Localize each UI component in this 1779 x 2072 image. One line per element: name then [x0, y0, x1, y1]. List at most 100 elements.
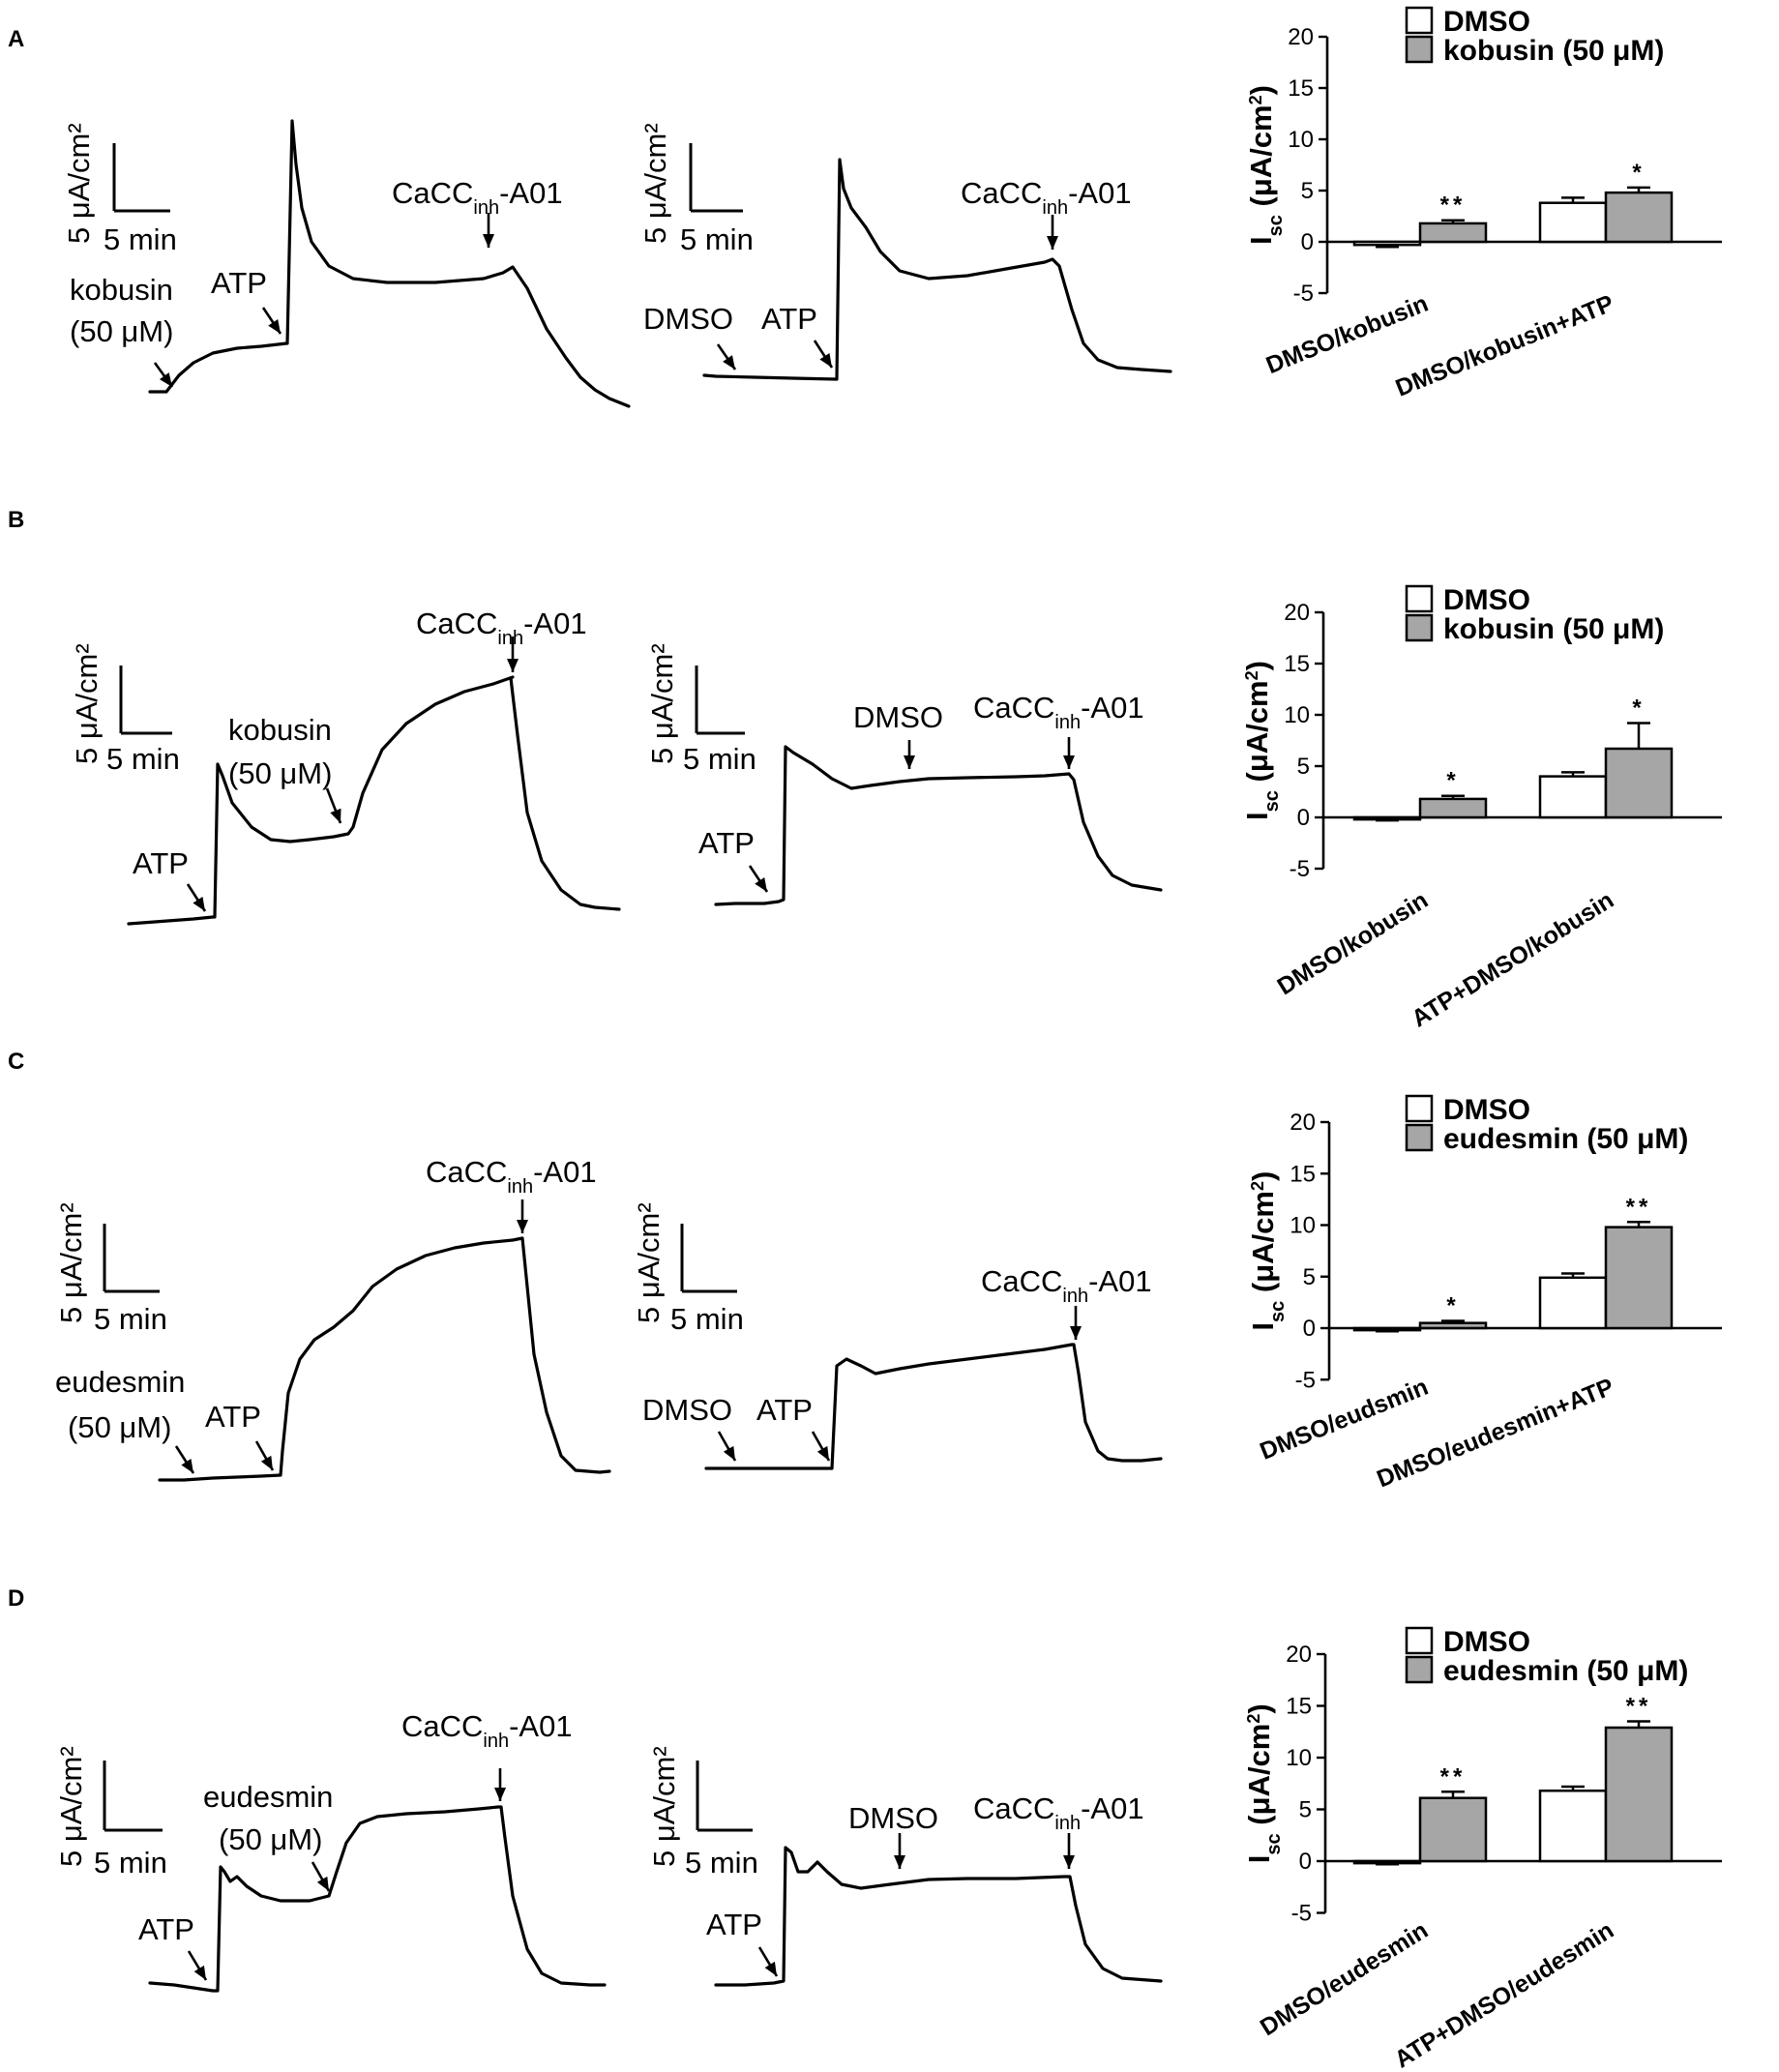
event-label-suffix: -A01	[509, 1709, 572, 1743]
event-label: (50 μM)	[68, 1410, 171, 1444]
y-axis-title-sub: sc	[1261, 790, 1283, 812]
event-arrow-2-head	[819, 352, 832, 368]
event-arrow-3-head	[1047, 236, 1058, 250]
scale-bar-y-label: 5 μA/cm²	[647, 1746, 681, 1867]
event-label-suffix: -A01	[1088, 1264, 1151, 1298]
bar	[1604, 191, 1674, 244]
event-arrow-1-head	[159, 372, 172, 387]
scale-bar-y-label: 5 μA/cm²	[70, 643, 104, 764]
current-trace	[714, 1846, 1163, 1987]
event-label-suffix: -A01	[523, 607, 586, 640]
significance-marker: *	[1446, 1293, 1459, 1319]
event-label: (50 μM)	[70, 314, 173, 348]
category-label: DMSO/eudesmin	[1256, 1916, 1433, 2041]
bar	[1418, 1321, 1488, 1330]
legend-label: eudesmin (50 μM)	[1443, 1655, 1688, 1687]
significance-marker: *	[1446, 768, 1459, 794]
event-label: DMSO	[643, 302, 733, 336]
event-label: ATP	[133, 846, 189, 880]
event-arrow-1-head	[755, 877, 767, 892]
scale-bar-x-label: 5 min	[106, 742, 180, 776]
event-label-main: (50 μM)	[68, 1410, 171, 1444]
legend-swatch	[1405, 35, 1434, 64]
y-axis-title-main: I	[1240, 812, 1274, 820]
event-label-main: ATP	[133, 846, 189, 880]
significance-marker: *	[1632, 695, 1645, 721]
category-label: DMSO/eudsmin	[1256, 1374, 1432, 1465]
event-label-main: DMSO	[643, 302, 733, 336]
y-axis-title: Isc (μA/cm2)	[1242, 1703, 1285, 1863]
event-label: eudesmin	[203, 1780, 333, 1814]
event-label-main: ATP	[706, 1908, 762, 1941]
y-axis-title-main: I	[1246, 1322, 1280, 1331]
event-label-sub: inh	[473, 197, 499, 219]
panel-letter: C	[8, 1049, 24, 1075]
y-tick-label: 0	[1303, 1316, 1316, 1342]
legend-swatch	[1405, 6, 1434, 35]
event-label-main: CaCC	[392, 176, 473, 210]
y-tick-label: 5	[1303, 1264, 1316, 1290]
scale-bar-y-label: 5 μA/cm²	[632, 1202, 666, 1323]
event-arrow-2-head	[904, 755, 915, 769]
bar	[1352, 815, 1422, 821]
event-label: CaCCinh-A01	[416, 607, 587, 649]
event-label-suffix: -A01	[1081, 691, 1143, 725]
event-label-main: kobusin	[228, 713, 332, 747]
event-arrow-2-head	[316, 1876, 329, 1891]
y-axis-title-sup: 2	[1244, 1714, 1263, 1724]
legend-label: DMSO	[1443, 584, 1530, 616]
panel-letter: D	[8, 1585, 24, 1612]
bar	[1418, 1796, 1488, 1863]
event-label-sub: inh	[1054, 712, 1081, 733]
event-label: ATP	[205, 1400, 261, 1434]
scale-bar-x-label: 5 min	[680, 222, 754, 256]
event-label-main: CaCC	[973, 1791, 1054, 1825]
event-label-suffix: -A01	[1081, 1791, 1143, 1825]
y-axis-title-main: I	[1244, 236, 1278, 245]
y-tick-label: 15	[1290, 1161, 1316, 1187]
event-label: ATP	[756, 1393, 813, 1427]
y-axis-title-end: )	[1240, 661, 1274, 670]
scale-bar-y-label: 5 μA/cm²	[638, 123, 672, 244]
event-label: eudesmin	[55, 1365, 185, 1399]
y-axis-title-sub: sc	[1267, 1301, 1289, 1322]
legend-swatch	[1405, 1626, 1434, 1655]
scale-bar-x-label: 5 min	[94, 1302, 167, 1336]
y-tick-label: 15	[1288, 75, 1314, 102]
significance-marker: **	[1440, 192, 1467, 219]
event-label-main: eudesmin	[203, 1780, 333, 1814]
significance-marker: **	[1626, 1694, 1652, 1720]
y-tick-label: 10	[1284, 702, 1310, 728]
event-label-main: (50 μM)	[228, 756, 332, 790]
y-tick-label: 20	[1288, 24, 1314, 50]
y-tick-label: 15	[1284, 651, 1310, 677]
event-arrow-1-head	[764, 1961, 777, 1976]
event-label-main: ATP	[698, 826, 755, 860]
event-label-main: CaCC	[981, 1264, 1062, 1298]
bar	[1604, 1226, 1674, 1330]
event-label-main: ATP	[756, 1393, 813, 1427]
scale-bar-y-label: 5 μA/cm²	[54, 1746, 88, 1867]
y-tick-label: 10	[1290, 1213, 1316, 1239]
scale-bar-x-label: 5 min	[683, 742, 756, 776]
current-trace	[702, 158, 1172, 381]
category-label: DMSO/kobusin	[1273, 886, 1434, 1000]
scale-bar-x-label: 5 min	[670, 1302, 744, 1336]
event-label: CaCCinh-A01	[973, 1791, 1144, 1834]
y-tick-label: 0	[1299, 1849, 1312, 1875]
legend-swatch	[1405, 584, 1434, 613]
y-tick-label: 5	[1301, 178, 1314, 204]
panel-letter: B	[8, 507, 24, 533]
